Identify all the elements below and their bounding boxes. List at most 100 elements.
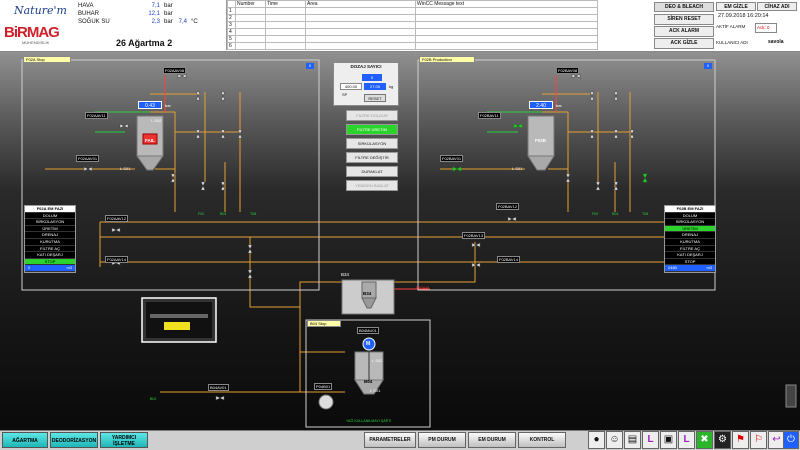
phase-title: F02B EM FAZI	[665, 206, 715, 213]
phase-item[interactable]: SİRKÜLASYON	[665, 219, 715, 226]
phase-item-active[interactable]: STOP	[25, 258, 75, 266]
utility-value: 12,1	[148, 11, 160, 17]
valve-tag[interactable]: F02BAV08	[556, 67, 580, 74]
users-icon[interactable]: ●	[588, 431, 605, 449]
phase-item[interactable]: KATI DEŞARJ	[665, 252, 715, 259]
logout-icon[interactable]: L	[678, 431, 695, 449]
alarm-row[interactable]: 5	[227, 35, 598, 43]
dosing-counter: DOZAJ SAYICI 0 400.00 27.00 kg SP RESET	[333, 62, 399, 106]
lock-icon[interactable]: ▣	[660, 431, 677, 449]
right-panel-number[interactable]: 0	[704, 63, 712, 69]
change-filter-button[interactable]: FİLTRE DEĞİŞTİR	[346, 152, 398, 163]
valve-tag[interactable]: F02BAV01	[440, 155, 464, 162]
alarm-list[interactable]: Number Time Area WinCC Message text 1 2 …	[226, 0, 598, 50]
valve-tag[interactable]: F02BAV14	[497, 256, 521, 263]
utility-table: HAVA 7,1 bar BUHAR 12,1 bar SOĞUK SU 2,3…	[76, 2, 200, 26]
power-icon[interactable]: ⏻	[783, 431, 799, 449]
phase-title: F02A EM FAZI	[25, 206, 75, 213]
tank-note: YAĞ KULLANILMAYI ŞARTI	[346, 419, 392, 423]
outlet-tag: B02	[150, 397, 157, 401]
em-status-button[interactable]: EM DURUM	[468, 432, 516, 448]
company-logo: Nature'm BiRMAG MÜHENDİSLİK	[2, 2, 72, 47]
settings-icon[interactable]: ⚙	[714, 431, 731, 449]
valve-tag[interactable]: F02BAV13	[462, 232, 486, 239]
b34-tag[interactable]: B34	[363, 291, 372, 296]
alarm-row[interactable]: 2	[227, 14, 598, 22]
valve-tag[interactable]: F02AAV11	[85, 112, 108, 119]
logo-sub: MÜHENDİSLİK	[22, 40, 50, 45]
alarm-row[interactable]: 1	[227, 7, 598, 15]
phase-footer-value: 2480	[668, 265, 677, 271]
alarm-col-number[interactable]: Number	[235, 0, 266, 8]
pm-status-button[interactable]: PM DURUM	[418, 432, 466, 448]
side-title: DEO & BLEACH	[654, 2, 714, 12]
logo-natures: Nature'm	[14, 4, 67, 17]
phase-item[interactable]: KURUTMA	[25, 239, 75, 246]
left-bottom-tag: T08	[250, 212, 257, 216]
dosing-setpoint-input[interactable]: 400.00	[340, 83, 362, 90]
fill-filter-button[interactable]: FİLTRE DOLDUR	[346, 110, 398, 121]
flags-icon[interactable]: ⚑	[732, 431, 749, 449]
phase-item[interactable]: KATI DEŞARJ	[25, 252, 75, 259]
valve-tag[interactable]: F02AAV14	[105, 256, 129, 263]
phase-item[interactable]: DRENAJ	[665, 232, 715, 239]
pump-tag[interactable]: P04B01	[314, 383, 333, 390]
phase-item[interactable]: KURUTMA	[665, 239, 715, 246]
valve-tag[interactable]: F02AAV12	[105, 215, 129, 222]
right-panel-title: F02B Production	[419, 56, 475, 63]
left-fault-label: FAIL	[145, 138, 155, 143]
phase-item[interactable]: FİLTRE AÇ	[665, 246, 715, 253]
pause-button[interactable]: DURAKLAT	[346, 166, 398, 177]
ack-hide-button[interactable]: ACK GİZLE	[654, 38, 714, 49]
nav-utilities-button[interactable]: YARDIMCI İŞLETME	[100, 432, 148, 448]
b34-outlet-tag: PB0A48	[416, 286, 430, 290]
valve-tag[interactable]: F02BAV12	[496, 203, 520, 210]
phase-item[interactable]: SİRKÜLASYON	[25, 219, 75, 226]
alarm-col-area[interactable]: Area	[305, 0, 416, 8]
active-alarm-label: AKTİF ALARM	[716, 24, 746, 29]
phase-item-active[interactable]: ÜRETİM	[665, 225, 715, 233]
tank-tag: B04	[364, 379, 373, 384]
utility-temp: 7,4	[178, 19, 188, 25]
alarm-row[interactable]: 6	[227, 42, 598, 50]
restart-button[interactable]: YENİDEN BAŞLAT	[346, 180, 398, 191]
phase-footer-value: 0	[28, 265, 31, 271]
levels-icon[interactable]: L	[642, 431, 659, 449]
phase-footer-unit: m3	[66, 265, 72, 271]
language-icon[interactable]: ⚐	[750, 431, 767, 449]
mixer-tag[interactable]: B04MU01	[357, 327, 379, 334]
valve-tag[interactable]: F02AAV01	[76, 155, 100, 162]
operator-icon[interactable]: ☺	[606, 431, 623, 449]
nav-deodorization-button[interactable]: DEODORİZASYON	[50, 432, 98, 448]
alarm-col-time[interactable]: Time	[265, 0, 306, 8]
parameters-button[interactable]: PARAMETRELER	[364, 432, 416, 448]
alarm-col-message[interactable]: WinCC Message text	[415, 0, 598, 8]
phase-item[interactable]: DOLUM	[25, 213, 75, 220]
left-bottom-tag: B04	[220, 212, 227, 216]
em-hide-button[interactable]: EM GİZLE	[716, 2, 756, 11]
valve-tag[interactable]: B04AV01	[208, 384, 229, 391]
wrench-icon[interactable]: ✖	[696, 431, 713, 449]
valve-tag[interactable]: F02AAV08	[163, 67, 187, 74]
left-panel-number[interactable]: 0	[306, 63, 314, 69]
control-button[interactable]: KONTROL	[518, 432, 566, 448]
siren-reset-button[interactable]: SİREN RESET	[654, 14, 714, 25]
tank-area-title: B04 Stop	[307, 320, 341, 327]
phase-item[interactable]: ÜRETİM	[25, 226, 75, 233]
ack-alarm-button[interactable]: ACK ALARM	[654, 26, 714, 37]
dosing-total: 27.00	[364, 83, 386, 90]
phase-item[interactable]: STOP	[665, 259, 715, 266]
left-lsr-tag: L S01	[120, 166, 131, 171]
nav-bleaching-button[interactable]: AĞARTMA	[2, 432, 48, 448]
phase-item[interactable]: DOLUM	[665, 213, 715, 220]
alarm-row[interactable]: 4	[227, 28, 598, 36]
filter-production-button[interactable]: FİLTRE ÜRETİM	[346, 124, 398, 135]
phase-item[interactable]: DRENAJ	[25, 232, 75, 239]
document-icon[interactable]: ▤	[624, 431, 641, 449]
circulation-button[interactable]: SİRKÜLASYON	[346, 138, 398, 149]
phase-item[interactable]: FİLTRE AÇ	[25, 246, 75, 253]
dosing-reset-button[interactable]: RESET	[364, 94, 386, 102]
device-name-button[interactable]: CİHAZ ADI	[757, 2, 797, 11]
valve-tag[interactable]: F02BAV11	[478, 112, 501, 119]
alarm-row[interactable]: 3	[227, 21, 598, 29]
